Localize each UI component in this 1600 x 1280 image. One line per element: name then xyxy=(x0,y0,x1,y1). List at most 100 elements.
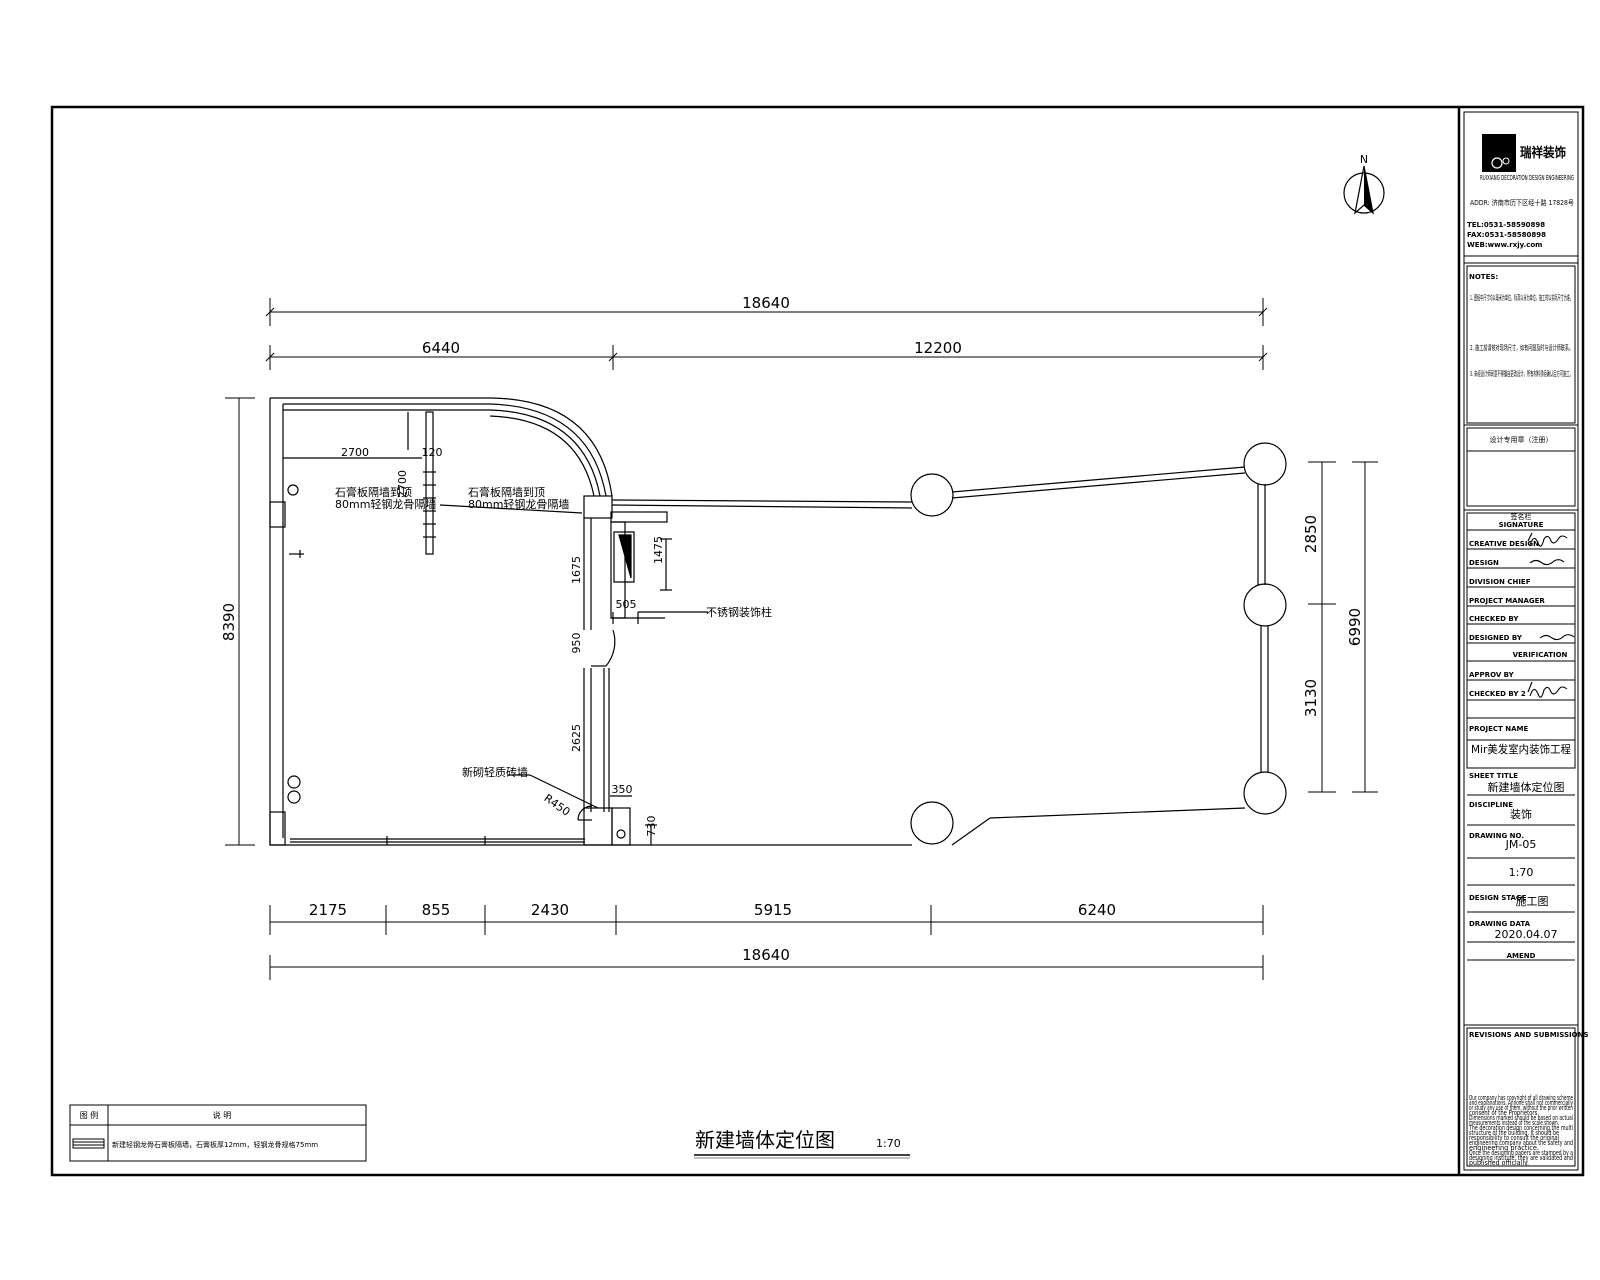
partition-wall-vertical xyxy=(425,411,434,555)
drawing-title: 新建墙体定位图 xyxy=(695,1128,835,1152)
copyright-line: or study any use of them, without the pr… xyxy=(1469,1104,1573,1112)
creative-design-label: CREATIVE DESIGN xyxy=(1469,540,1539,548)
dim-right-upper: 2850 xyxy=(1302,515,1320,553)
bottom-dimension-lines xyxy=(269,905,1264,980)
dim-bottom-seg-2: 855 xyxy=(422,901,451,919)
design-label: DESIGN xyxy=(1469,559,1499,567)
copyright-line: engineering practice. xyxy=(1469,1144,1539,1152)
dim-inner-2700v: 2700 xyxy=(396,470,409,498)
dim-bottom-seg-3: 2430 xyxy=(531,901,569,919)
note-d: 新砌轻质砖墙 xyxy=(462,765,528,779)
dim-top-right: 12200 xyxy=(914,339,962,357)
copyright-line: published officially. xyxy=(1469,1159,1529,1167)
copyright-line: structure of the building. It should be xyxy=(1469,1129,1559,1137)
right-area-top-wall-2 xyxy=(951,466,1246,493)
sheet-border xyxy=(50,105,1585,1177)
copyright-line: engineering company about the safety and xyxy=(1469,1139,1573,1147)
company-fax: FAX:0531-58580898 xyxy=(1467,231,1546,239)
right-area-top-wall-1 xyxy=(611,499,913,503)
dim-bottom-seg-4: 5915 xyxy=(754,901,792,919)
revisions-label: REVISIONS AND SUBMISSIONS xyxy=(1469,1031,1589,1039)
legend-col2-header: 说 明 xyxy=(213,1110,232,1120)
dim-bottom-seg-1: 2175 xyxy=(309,901,347,919)
design-stage-label: DESIGN STAGE xyxy=(1469,894,1527,902)
dim-right-lower: 3130 xyxy=(1302,679,1320,717)
approved-by-label: APPROV BY xyxy=(1469,671,1515,679)
north-arrow-icon: N xyxy=(1343,153,1385,215)
note-b-line1: 石膏板隔墙到顶 xyxy=(468,485,545,499)
floor-plan xyxy=(269,397,1287,846)
left-dimension-line xyxy=(225,397,255,846)
titleblock-inner xyxy=(1463,111,1579,1171)
dim-bottom-seg-5: 6240 xyxy=(1078,901,1116,919)
dim-left-height: 8390 xyxy=(220,603,238,641)
curved-wall xyxy=(491,397,613,497)
notes-label: NOTES: xyxy=(1469,273,1498,281)
signature-cn: 签名栏 xyxy=(1511,512,1532,521)
dim-bottom-total: 18640 xyxy=(742,946,790,964)
legend-col1-header: 图 例 xyxy=(80,1110,99,1120)
project-manager-label: PROJECT MANAGER xyxy=(1469,597,1545,605)
dim-inner-950: 950 xyxy=(570,633,583,654)
dim-inner-r450: R450 xyxy=(542,792,573,819)
discipline-label: DISCIPLINE xyxy=(1469,801,1513,809)
dim-right-total: 6990 xyxy=(1346,608,1364,646)
design-stage: 施工图 xyxy=(1516,895,1549,908)
copyright-line: Dimensions marked should be based on act… xyxy=(1469,1114,1573,1122)
company-tel: TEL:0531-58590898 xyxy=(1467,221,1545,229)
division-chief-label: DIVISION CHIEF xyxy=(1469,578,1531,586)
stamp-label: 设计专用章（注册） xyxy=(1490,435,1553,444)
dim-inner-2700h: 2700 xyxy=(341,446,369,459)
dim-top-left: 6440 xyxy=(422,339,460,357)
copyright-line: consent of the Proprietors. xyxy=(1469,1109,1539,1117)
dim-inner-2625: 2625 xyxy=(570,724,583,752)
drawing-date: 2020.04.07 xyxy=(1495,928,1558,941)
verification-label: VERIFICATION xyxy=(1513,651,1568,659)
company-address: ADDR: 济南市历下区经十路 17828号 xyxy=(1470,198,1574,207)
dim-inner-1475: 1475 xyxy=(652,536,665,564)
note-1: 1. 图纸中尺寸均以毫米为单位，标高以米为单位，施工时以实际尺寸为准。 xyxy=(1470,293,1573,302)
round-column xyxy=(1243,583,1287,627)
drawing-date-label: DRAWING DATA xyxy=(1469,920,1531,928)
copyright-line: Once the designing papers are stamped by… xyxy=(1469,1149,1573,1157)
copyright-line: measurements instead of the scale shown. xyxy=(1469,1119,1559,1127)
checked-by-2-label: CHECKED BY 2 xyxy=(1469,690,1526,698)
round-column xyxy=(1243,771,1287,815)
titleblock-grid xyxy=(1464,255,1578,1167)
company-logo: 瑞祥装饰 xyxy=(1482,134,1566,172)
right-dimension-lines xyxy=(1308,461,1378,793)
company-web: WEB:www.rxjy.com xyxy=(1467,241,1542,249)
dim-inner-730: 730 xyxy=(645,816,658,837)
legend-row1-text: 新建轻钢龙骨石膏板隔墙，石膏板厚12mm，轻钢龙骨规格75mm xyxy=(112,1140,318,1149)
note-2: 2. 施工前请核对现场尺寸，如有问题及时与设计师联系。 xyxy=(1470,343,1573,352)
door-swing xyxy=(605,629,616,667)
signature-image xyxy=(1527,532,1575,698)
copyright-line: The decoration design concerning the mul… xyxy=(1468,1124,1573,1132)
note-a-line2: 80mm轻钢龙骨隔墙 xyxy=(335,497,436,511)
legend-table xyxy=(69,1104,367,1162)
dim-inner-350: 350 xyxy=(612,783,633,796)
drawing-no: JM-05 xyxy=(1505,838,1537,851)
designed-by-label: DESIGNED BY xyxy=(1469,634,1523,642)
copyright-line: Our company has copyright of all drawing… xyxy=(1469,1094,1573,1102)
company-en: RUIXIANG DECORATION DESIGN ENGINEERING xyxy=(1480,174,1574,182)
round-column xyxy=(1243,442,1287,486)
dim-top-total: 18640 xyxy=(742,294,790,312)
company-name: 瑞祥装饰 xyxy=(1520,145,1566,161)
dim-inner-120: 120 xyxy=(422,446,443,459)
amend-label: AMEND xyxy=(1507,952,1536,960)
dim-inner-505: 505 xyxy=(616,598,637,611)
drawing-scale: 1:70 xyxy=(876,1137,901,1150)
copyright-text: Our company has copyright of all drawing… xyxy=(1468,1094,1573,1167)
sheet-title: 新建墙体定位图 xyxy=(1488,780,1565,794)
copyright-line: designing institute, they are validated … xyxy=(1469,1154,1573,1162)
titleblock-scale: 1:70 xyxy=(1509,866,1534,879)
note-a-line1: 石膏板隔墙到顶 xyxy=(335,485,412,499)
dim-inner-1675: 1675 xyxy=(570,556,583,584)
project-name: Mir美发室内装饰工程 xyxy=(1471,742,1571,756)
top-dimension-lines xyxy=(265,298,1268,370)
note-3: 3. 未经设计师同意不得擅自更改设计，所有材料须经确认后方可施工。 xyxy=(1470,369,1573,378)
round-column xyxy=(910,801,954,845)
checked-by-label: CHECKED BY xyxy=(1469,615,1519,623)
